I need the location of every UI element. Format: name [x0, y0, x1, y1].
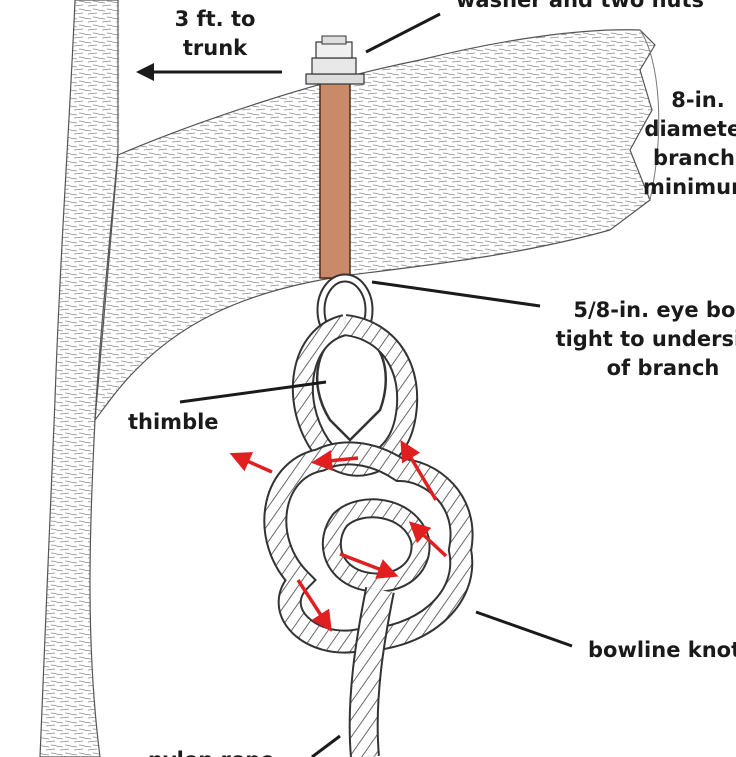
branch-line-4: minimum: [643, 175, 736, 199]
rope-leader: [311, 734, 341, 757]
bolt-tip: [321, 35, 347, 45]
red-arrow: [408, 521, 448, 558]
red-arrow: [229, 452, 273, 474]
to-trunk-line-1: 3 ft. to: [174, 7, 256, 31]
red-arrow: [296, 579, 332, 632]
thimble-label: thimble: [128, 410, 219, 434]
eye-bolt-shaft: [319, 81, 351, 279]
eye-bolt-label: 5/8-in. eye bolt tight to underside of b…: [548, 296, 736, 383]
leader-lines: [136, 12, 573, 757]
washer-leader: [365, 12, 441, 54]
washer-label: washer and two nuts: [456, 0, 705, 12]
red-arrow: [400, 439, 438, 501]
to-trunk-line-2: trunk: [182, 36, 248, 60]
knot-direction-arrows: [229, 439, 448, 632]
bowline-knot-label: bowline knot: [588, 638, 736, 662]
nut-lower: [311, 57, 357, 75]
eye-bolt-line-3: of branch: [606, 356, 720, 380]
eye-bolt-line-2: tight to underside: [555, 327, 736, 351]
to-trunk-label: 3 ft. to trunk: [150, 5, 280, 63]
thimble-leader: [179, 380, 327, 404]
red-arrow: [339, 552, 399, 579]
branch-diameter-label: 8-in. diameter branch, minimum: [618, 86, 736, 202]
branch-line-1: 8-in.: [671, 88, 725, 112]
branch-cut-end: [639, 29, 660, 201]
red-arrow: [311, 450, 359, 472]
eye-bolt-line-1: 5/8-in. eye bolt: [573, 298, 736, 322]
nylon-rope-label: nylon rope: [148, 746, 275, 757]
washer: [305, 73, 365, 85]
eyebolt-leader: [371, 280, 541, 308]
branch-line-3: branch,: [653, 146, 736, 170]
bowline-leader: [475, 610, 573, 648]
branch-line-2: diameter: [644, 117, 736, 141]
